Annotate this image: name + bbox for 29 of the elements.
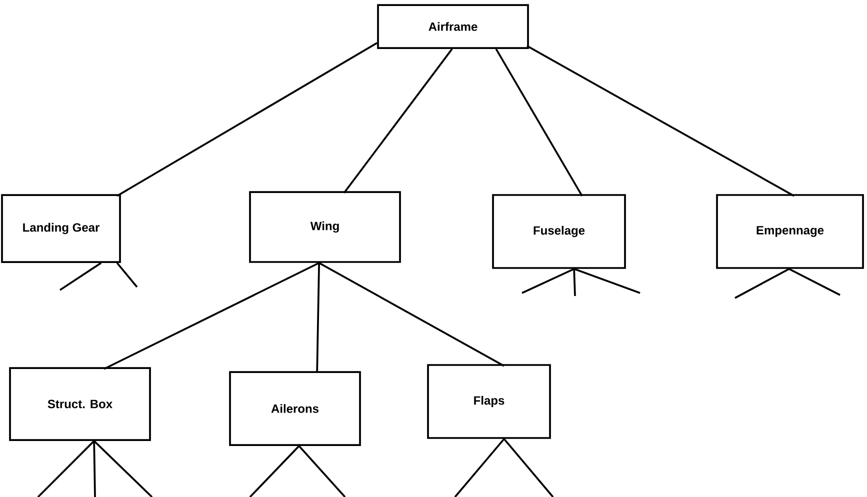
connector-line [343,48,453,194]
stub-line [116,262,138,288]
component-box: Ailerons [229,371,361,446]
component-box: Flaps [427,364,551,439]
stub-line [60,262,102,291]
connector-line [316,262,320,373]
stub-line [37,440,95,497]
component-box: Airframe [377,4,529,49]
connector-line [116,42,378,197]
connector-line [526,45,795,197]
connector-line [495,48,583,196]
stub-line [93,440,153,497]
connector-line [104,262,320,370]
component-box: Struct. Box [9,367,151,441]
stub-line [249,445,300,497]
stub-line [93,440,96,497]
component-box: Wing [249,191,401,263]
stub-line [522,268,574,294]
component-box: Landing Gear [1,194,121,263]
connector-line [318,262,505,367]
stub-line [788,268,840,296]
stub-line [734,268,790,299]
stub-line [454,438,505,497]
component-box: Empennage [716,194,864,269]
stub-line [503,438,554,497]
stub-line [298,445,346,497]
stub-line [573,268,576,296]
component-box: Fuselage [492,194,626,269]
stub-line [574,268,640,294]
